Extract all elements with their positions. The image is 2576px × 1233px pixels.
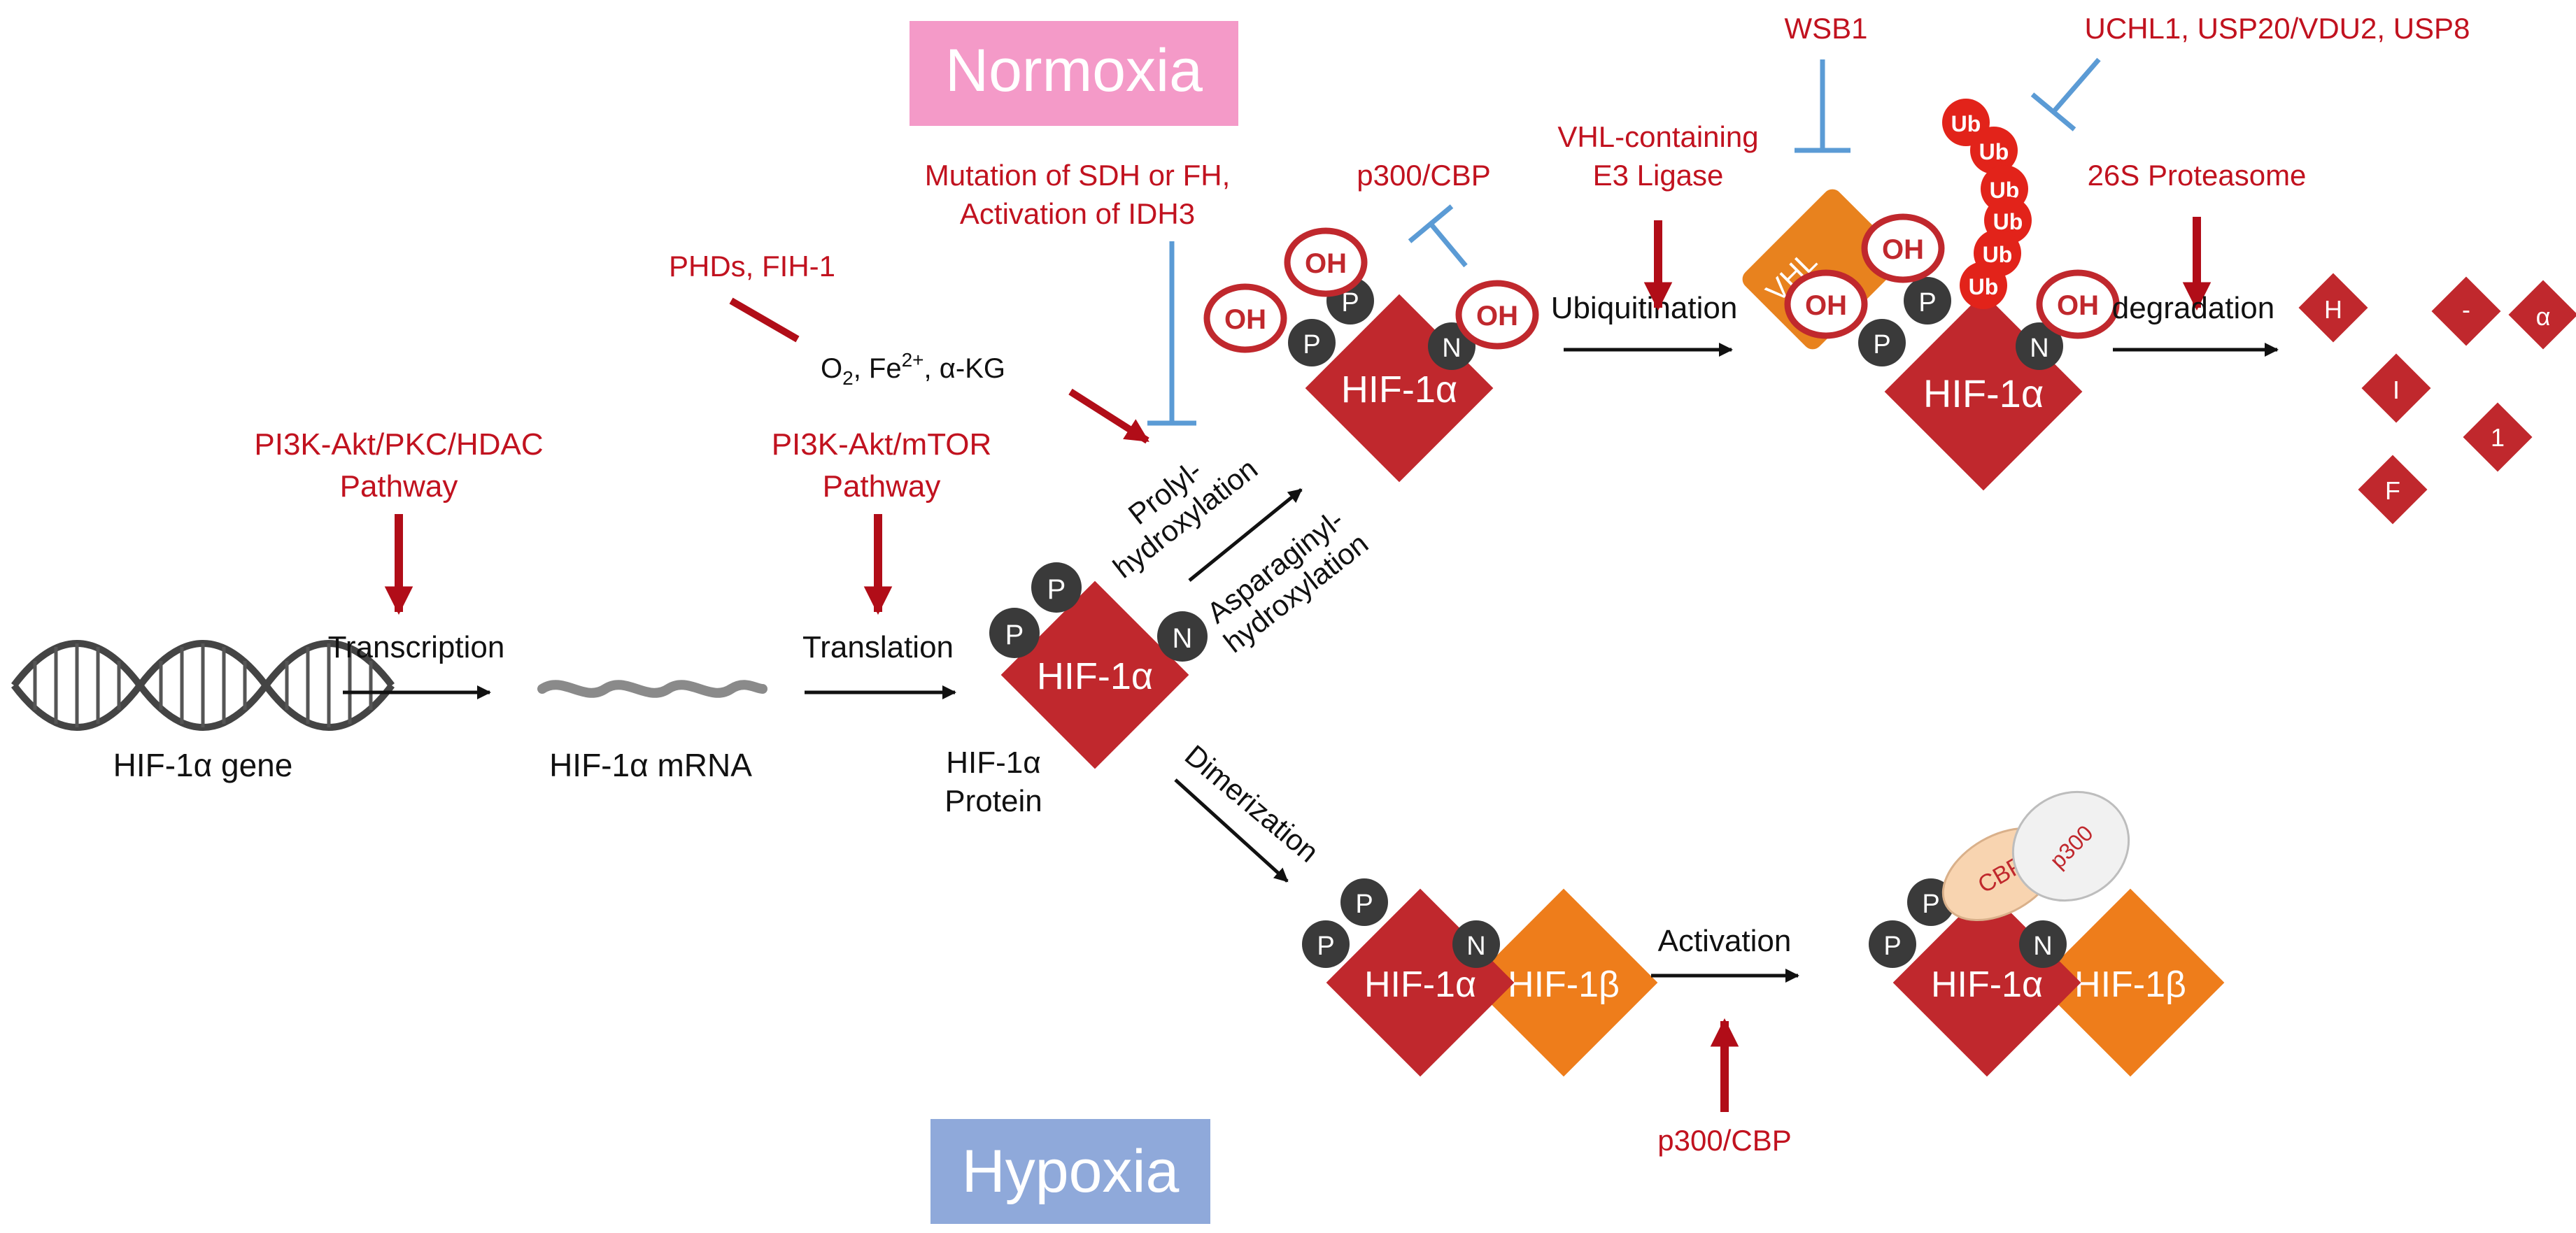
p-domain-label: P xyxy=(1317,932,1334,961)
p-domain-label: P xyxy=(1303,330,1320,359)
n-domain-label: N xyxy=(2030,334,2048,363)
hif1a-label: HIF-1α xyxy=(1364,964,1476,1005)
cofactors-label: O2, Fe2+, α-KG xyxy=(821,349,1005,389)
transcription-label: Transcription xyxy=(328,630,505,664)
oh-group-label: OH xyxy=(1805,290,1847,321)
hif1a-label: HIF-1α xyxy=(1931,964,2043,1005)
fragment-label: H xyxy=(2324,295,2342,324)
mrna-strand-icon xyxy=(537,680,767,698)
p300cbp-bottom-label: p300/CBP xyxy=(1657,1124,1791,1157)
mutation-inhibition-line xyxy=(1147,241,1196,426)
hif1a-label: HIF-1α xyxy=(1341,369,1457,411)
p300-inhibition-line xyxy=(1408,204,1468,268)
normoxia-banner: Normoxia xyxy=(910,21,1238,126)
mrna-label: HIF-1α mRNA xyxy=(549,747,752,783)
dimerization-arrow xyxy=(1174,778,1289,883)
pi3k-mtor-label-line1: PI3K-Akt/mTOR xyxy=(772,427,992,462)
proteasome-label: 26S Proteasome xyxy=(2088,159,2307,192)
fragment-label: α xyxy=(2536,302,2551,331)
p-domain-label: P xyxy=(1005,620,1024,650)
ubiquitin-chain: Ub Ub Ub Ub Ub Ub xyxy=(1942,99,2032,309)
wsb1-inhibition-line xyxy=(1795,59,1850,153)
normoxia-label: Normoxia xyxy=(945,37,1203,104)
pi3k-pkc-label-line2: Pathway xyxy=(340,469,458,504)
vhl-ligase-label-line2: E3 Ligase xyxy=(1593,159,1724,192)
hif1a-hif1b-dimer: HIF-1β HIF-1α P P N xyxy=(1302,878,1658,1077)
protein-label-line1: HIF-1α xyxy=(946,746,1040,780)
degradation-label: degradation xyxy=(2112,291,2274,325)
ub-label: Ub xyxy=(1951,111,1981,136)
ub-label: Ub xyxy=(1979,139,2009,164)
hypoxia-banner: Hypoxia xyxy=(930,1119,1210,1224)
p-domain-label: P xyxy=(1047,574,1066,605)
hif1b-label: HIF-1β xyxy=(1508,964,1620,1005)
degraded-fragments: H I - α F 1 xyxy=(2298,273,2576,525)
p-domain-label: P xyxy=(1918,288,1936,318)
translation-label: Translation xyxy=(802,630,954,664)
mutation-label-line1: Mutation of SDH or FH, xyxy=(925,159,1230,192)
fragment-label: F xyxy=(2385,476,2400,505)
hif1a-label: HIF-1α xyxy=(1037,655,1153,697)
cofactor-arrow xyxy=(1068,388,1149,444)
oh-group-label: OH xyxy=(2057,290,2099,321)
hif1a-protein-center: HIF-1α P P N xyxy=(989,562,1208,769)
vhl-ligase-label-line1: VHL-containing xyxy=(1557,120,1758,153)
phds-line xyxy=(729,297,800,343)
n-domain-label: N xyxy=(2033,932,2052,961)
hypoxia-label: Hypoxia xyxy=(962,1138,1180,1205)
mutation-label-line2: Activation of IDH3 xyxy=(960,197,1195,230)
fragment-label: - xyxy=(2462,295,2470,324)
oh-group-label: OH xyxy=(1882,234,1924,265)
p-domain-label: P xyxy=(1355,890,1373,919)
oh-group-label: OH xyxy=(1305,248,1347,279)
ub-label: Ub xyxy=(1969,274,1999,299)
hydroxylation-arrow xyxy=(1188,488,1303,582)
gene-label: HIF-1α gene xyxy=(113,747,293,783)
fragment-label: I xyxy=(2393,376,2400,404)
vhl-shape xyxy=(1742,189,1903,350)
n-domain-label: N xyxy=(1173,623,1193,654)
hif1a-hydroxylated: HIF-1α P P N OH OH OH xyxy=(1203,227,1539,483)
activation-label: Activation xyxy=(1658,924,1792,958)
n-domain-label: N xyxy=(1466,932,1485,961)
p300-shape xyxy=(2011,790,2130,902)
p-domain-label: P xyxy=(1883,932,1901,961)
p-domain-label: P xyxy=(1873,330,1890,359)
n-domain-label: N xyxy=(1442,334,1461,363)
uchl-label: UCHL1, USP20/VDU2, USP8 xyxy=(2085,12,2470,45)
dna-helix-icon xyxy=(11,640,395,731)
pi3k-mtor-label-line2: Pathway xyxy=(823,469,941,504)
protein-label-line2: Protein xyxy=(944,784,1042,818)
oh-group-label: OH xyxy=(1476,301,1518,332)
ubiquitination-label: Ubiquitination xyxy=(1551,291,1738,325)
uchl-inhibition-line xyxy=(2030,57,2101,131)
phds-label: PHDs, FIH-1 xyxy=(669,250,835,283)
hif1a-ubiquitinated: VHL HIF-1α P P N OH OH OH xyxy=(1742,189,2120,491)
hif1a-label: HIF-1α xyxy=(1923,371,2044,415)
hif1b-label: HIF-1β xyxy=(2074,964,2186,1005)
p300cbp-top-label: p300/CBP xyxy=(1357,159,1490,192)
wsb1-label: WSB1 xyxy=(1784,12,1867,45)
p-domain-label: P xyxy=(1922,890,1939,919)
activated-complex: HIF-1β HIF-1α P P N CBP p300 xyxy=(1869,790,2225,1077)
oh-group-label: OH xyxy=(1224,304,1266,335)
fragment-label: 1 xyxy=(2491,423,2505,452)
pi3k-pkc-label-line1: PI3K-Akt/PKC/HDAC xyxy=(254,427,543,462)
